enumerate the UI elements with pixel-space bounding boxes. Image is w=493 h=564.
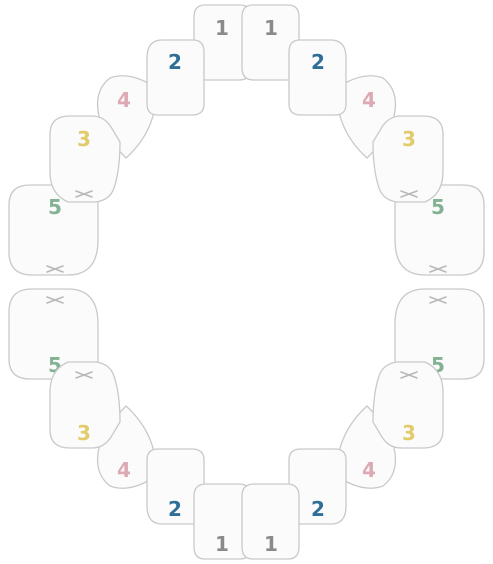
tooth-number-label: 2 xyxy=(311,497,325,521)
tooth-number-label: 1 xyxy=(215,16,229,40)
tooth-number-label: 4 xyxy=(117,88,131,112)
tooth-number-label: 4 xyxy=(362,458,376,482)
tooth-number-label: 1 xyxy=(264,16,278,40)
tooth-number-label: 2 xyxy=(168,50,182,74)
tooth-number-label: 2 xyxy=(168,497,182,521)
tooth-number-label: 3 xyxy=(402,421,416,445)
tooth-number-label: 1 xyxy=(215,532,229,556)
tooth-lower-right-3[interactable]: 3 xyxy=(373,362,443,448)
tooth-number-label: 5 xyxy=(431,195,445,219)
tooth-number-label: 1 xyxy=(264,532,278,556)
tooth-upper-left-3[interactable]: 3 xyxy=(50,116,120,202)
tooth-number-label: 3 xyxy=(77,127,91,151)
tooth-number-label: 2 xyxy=(311,50,325,74)
tooth-upper-right-2[interactable]: 2 xyxy=(289,40,346,115)
tooth-number-label: 4 xyxy=(117,458,131,482)
tooth-number-label: 4 xyxy=(362,88,376,112)
tooth-upper-right-3[interactable]: 3 xyxy=(373,116,443,202)
tooth-upper-left-2[interactable]: 2 xyxy=(147,40,204,115)
tooth-number-label: 5 xyxy=(48,195,62,219)
tooth-number-label: 3 xyxy=(402,127,416,151)
tooth-lower-left-3[interactable]: 3 xyxy=(50,362,120,448)
tooth-lower-right-1[interactable]: 1 xyxy=(242,484,299,559)
tooth-number-label: 3 xyxy=(77,421,91,445)
